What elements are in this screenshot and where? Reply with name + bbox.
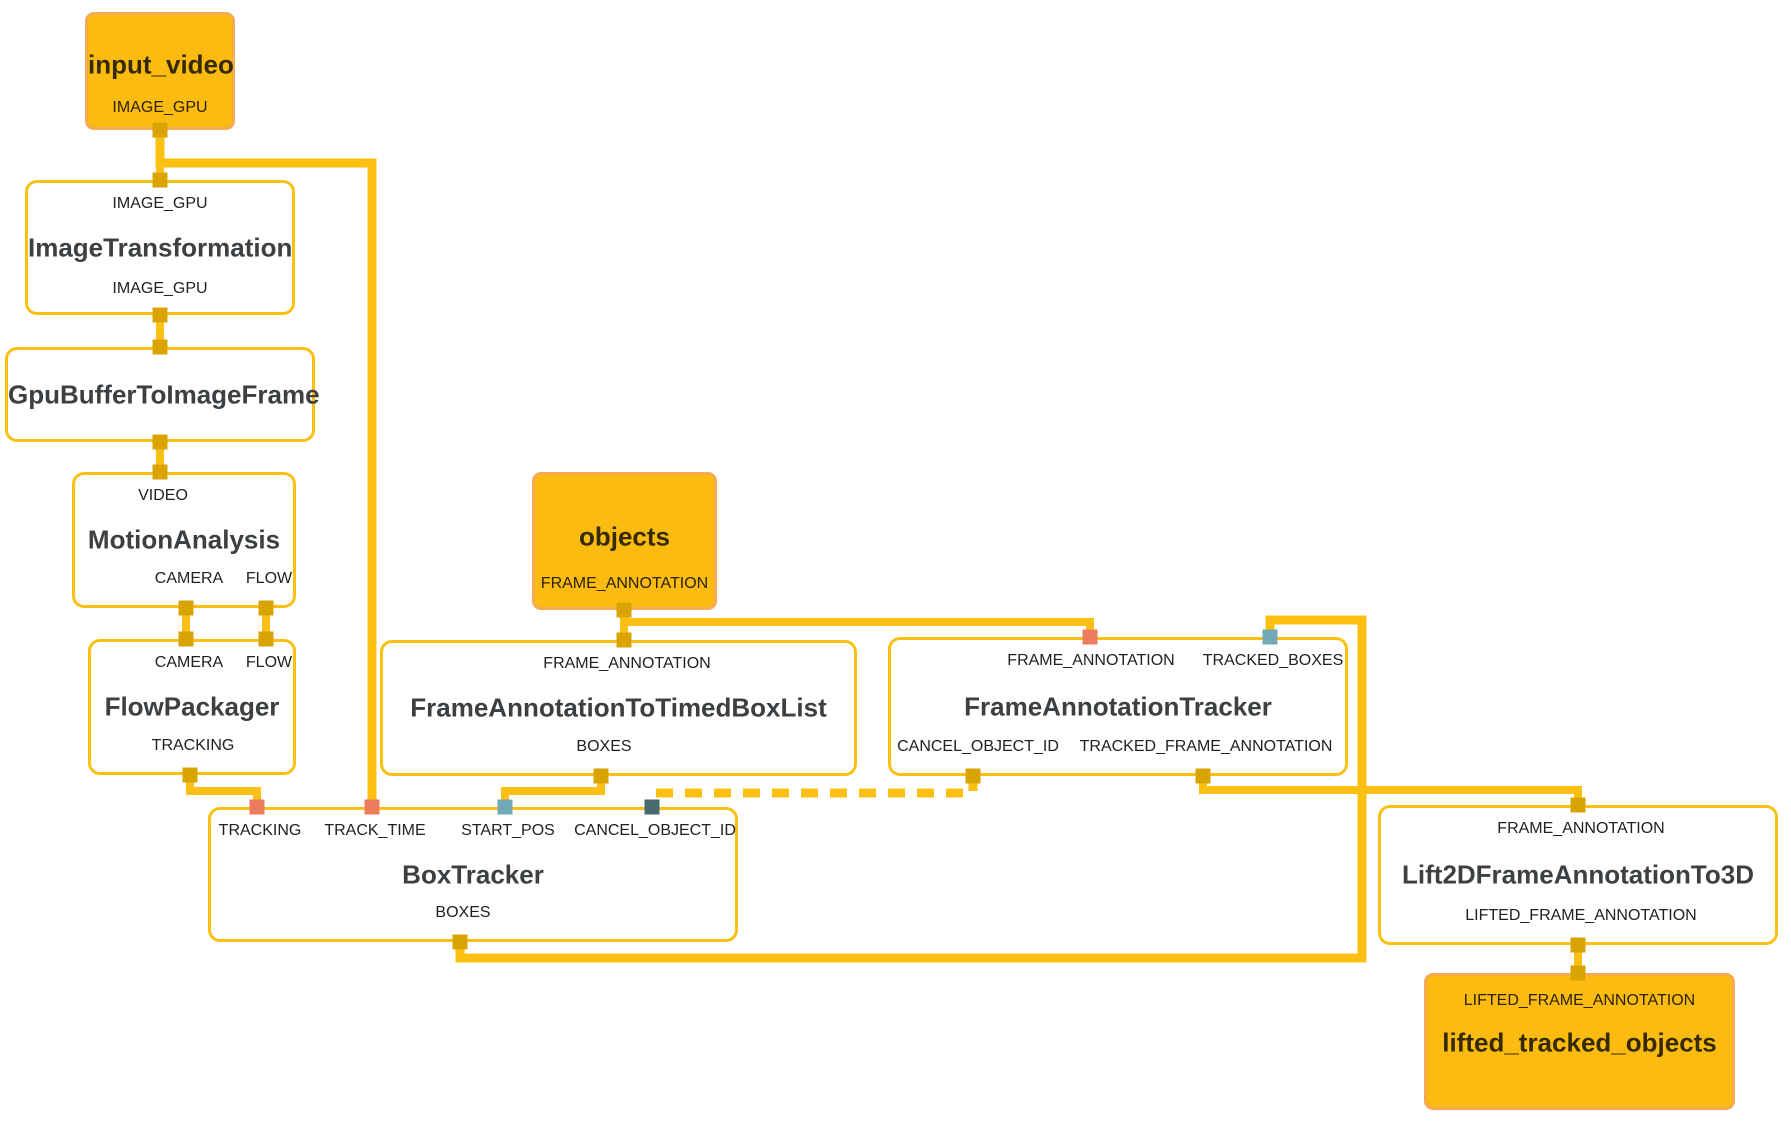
node-objects[interactable]: objects FRAME_ANNOTATION: [532, 472, 717, 610]
output-port-label: TRACKING: [151, 737, 235, 754]
port-flow-packager-flow-in: [258, 631, 274, 647]
node-title: FlowPackager: [104, 691, 280, 722]
output-port-label: BOXES: [435, 904, 491, 921]
port-image-transformation-image-gpu-out: [152, 307, 168, 323]
node-title: FrameAnnotationTracker: [964, 691, 1272, 721]
port-box-tracker-cancel-object-id-in: [644, 799, 660, 815]
edge-timed-box-list-boxes-to-box-tracker-start-pos: [501, 774, 605, 809]
edge-objects-to-frame-annotation-tracker: [620, 612, 1094, 639]
port-flow-packager-tracking-out: [182, 767, 198, 783]
port-tracker-tracked-frame-annotation-out: [1195, 768, 1211, 784]
port-flow-packager-camera-in: [178, 631, 194, 647]
port-motion-analysis-camera-out: [178, 600, 194, 616]
node-title: input_video: [88, 49, 234, 80]
output-port-label-camera: CAMERA: [154, 570, 224, 587]
node-motion-analysis[interactable]: VIDEO MotionAnalysis CAMERA FLOW: [72, 472, 296, 608]
output-port-label-flow: FLOW: [245, 570, 293, 587]
node-lifted-tracked-objects[interactable]: LIFTED_FRAME_ANNOTATION lifted_tracked_o…: [1424, 973, 1735, 1110]
port-box-tracker-tracking-in: [249, 799, 265, 815]
port-tracker-tracked-boxes-in: [1262, 629, 1278, 645]
input-port-label: IMAGE_GPU: [112, 195, 208, 212]
input-port-label-flow: FLOW: [245, 654, 293, 671]
output-port-label: FRAME_ANNOTATION: [540, 575, 709, 592]
output-port-label: IMAGE_GPU: [112, 280, 208, 297]
node-frame-annotation-to-timed-box-list[interactable]: FRAME_ANNOTATION FrameAnnotationToTimedB…: [380, 640, 857, 776]
node-box-tracker[interactable]: TRACKING TRACK_TIME START_POS CANCEL_OBJ…: [208, 807, 738, 942]
port-box-tracker-track-time-in: [364, 799, 380, 815]
input-port-label-start-pos: START_POS: [461, 822, 555, 839]
port-box-tracker-start-pos-in: [497, 799, 513, 815]
output-port-label: IMAGE_GPU: [112, 99, 208, 116]
port-image-transformation-image-gpu-in: [152, 172, 168, 188]
output-port-label: BOXES: [576, 738, 632, 755]
edge-tracker-tracked-frame-annotation-to-lift2d: [1199, 774, 1582, 807]
port-timed-box-list-frame-annotation-in: [616, 632, 632, 648]
port-box-tracker-boxes-out: [452, 934, 468, 950]
node-title: FrameAnnotationToTimedBoxList: [410, 692, 827, 723]
port-tracker-frame-annotation-in: [1082, 629, 1098, 645]
port-gpu-buffer-in: [152, 339, 168, 355]
port-motion-analysis-flow-out: [258, 600, 274, 616]
node-title: GpuBufferToImageFrame: [8, 379, 320, 409]
output-port-label-cancel-object-id: CANCEL_OBJECT_ID: [897, 738, 1059, 755]
port-lifted-tracked-objects-in: [1570, 965, 1586, 981]
port-input-video-image-gpu-out: [152, 122, 168, 138]
node-title: ImageTransformation: [28, 232, 293, 262]
input-port-label-tracking: TRACKING: [218, 822, 302, 839]
input-port-label: FRAME_ANNOTATION: [1497, 820, 1665, 837]
node-gpu-buffer-to-image-frame[interactable]: GpuBufferToImageFrame: [5, 347, 320, 442]
output-port-label: LIFTED_FRAME_ANNOTATION: [1465, 907, 1697, 924]
input-port-label-camera: CAMERA: [154, 654, 224, 671]
input-port-label-frame-annotation: FRAME_ANNOTATION: [1007, 652, 1175, 669]
port-tracker-cancel-object-id-out: [965, 768, 981, 784]
port-motion-analysis-video-in: [152, 464, 168, 480]
node-image-transformation[interactable]: IMAGE_GPU ImageTransformation IMAGE_GPU: [25, 180, 295, 315]
node-title: MotionAnalysis: [87, 524, 281, 555]
node-frame-annotation-tracker[interactable]: FRAME_ANNOTATION TRACKED_BOXES FrameAnno…: [888, 637, 1348, 776]
node-title: BoxTracker: [402, 859, 544, 889]
node-input-video[interactable]: input_video IMAGE_GPU: [85, 12, 235, 130]
port-lift2d-lifted-frame-annotation-out: [1570, 937, 1586, 953]
input-port-label-track-time: TRACK_TIME: [324, 822, 426, 839]
port-lift2d-frame-annotation-in: [1570, 797, 1586, 813]
node-title: objects: [578, 521, 671, 552]
edge-tracker-cancel-object-id-to-box-tracker: [647, 774, 978, 809]
input-port-label-cancel-object-id: CANCEL_OBJECT_ID: [574, 822, 736, 839]
port-objects-frame-annotation-out: [616, 602, 632, 618]
node-title: Lift2DFrameAnnotationTo3D: [1402, 859, 1754, 890]
edge-flow-packager-tracking-to-box-tracker: [186, 773, 261, 809]
output-port-label-tracked-frame-annotation: TRACKED_FRAME_ANNOTATION: [1079, 738, 1333, 755]
port-timed-box-list-boxes-out: [593, 768, 609, 784]
input-port-label: VIDEO: [138, 487, 188, 504]
node-flow-packager[interactable]: CAMERA FLOW FlowPackager TRACKING: [88, 639, 296, 775]
input-port-label: LIFTED_FRAME_ANNOTATION: [1463, 992, 1696, 1009]
input-port-label: FRAME_ANNOTATION: [543, 655, 711, 672]
edge-box-tracker-boxes-to-tracker-tracked-boxes: [455, 615, 1367, 963]
node-lift2d-frame-annotation-to-3d[interactable]: FRAME_ANNOTATION Lift2DFrameAnnotationTo…: [1378, 805, 1778, 945]
port-gpu-buffer-out: [152, 434, 168, 450]
input-port-label-tracked-boxes: TRACKED_BOXES: [1202, 652, 1344, 669]
edge-input-video-to-box-tracker-track-time: [155, 132, 377, 807]
node-title: lifted_tracked_objects: [1442, 1027, 1717, 1058]
